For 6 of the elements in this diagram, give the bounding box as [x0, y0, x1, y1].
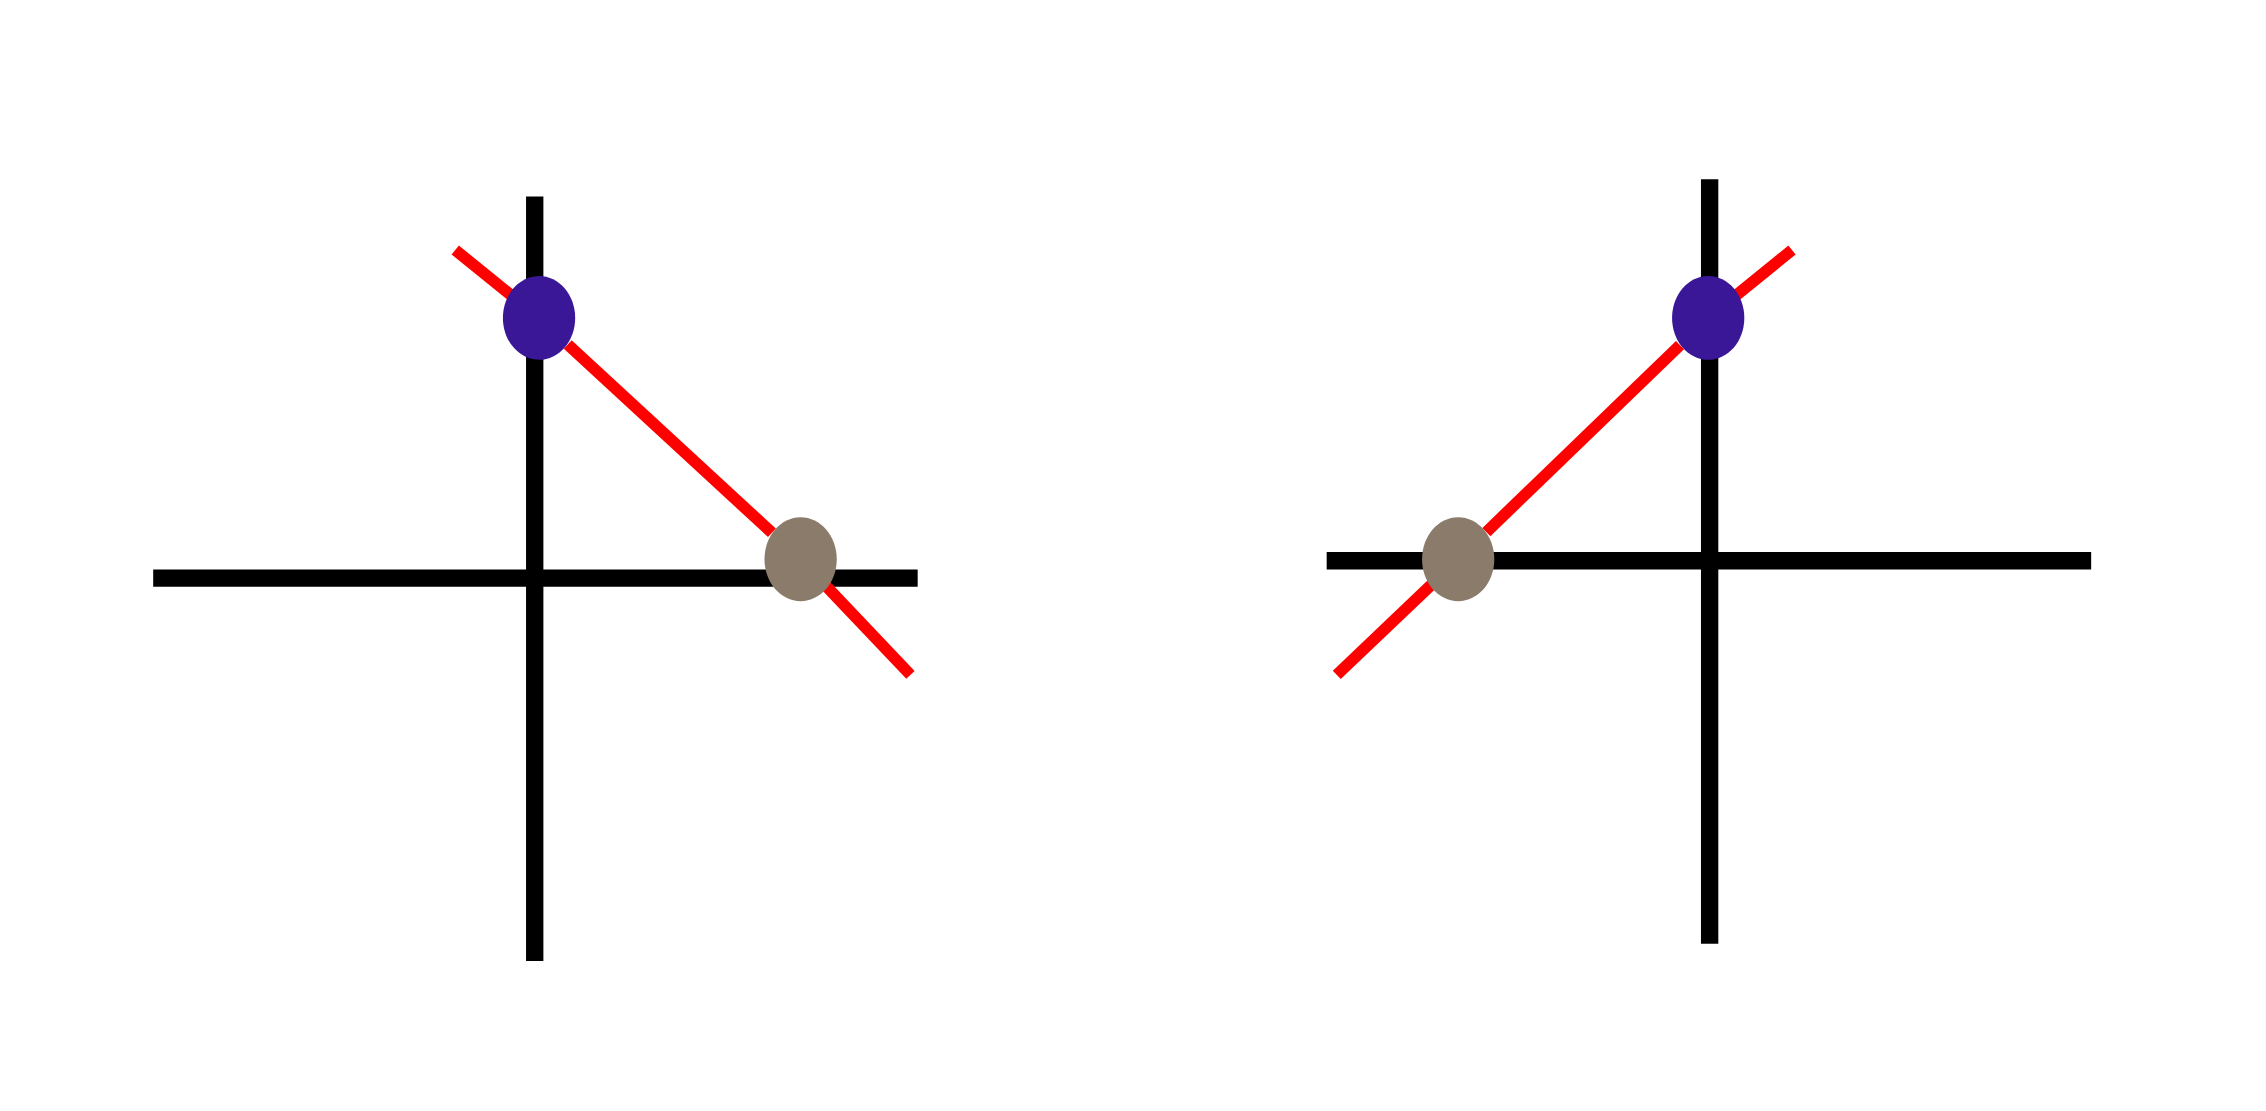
dot — [1422, 517, 1495, 602]
dot — [502, 275, 576, 360]
line — [1482, 340, 1684, 537]
dot — [764, 517, 837, 602]
dot — [1672, 275, 1745, 360]
line — [563, 340, 776, 537]
